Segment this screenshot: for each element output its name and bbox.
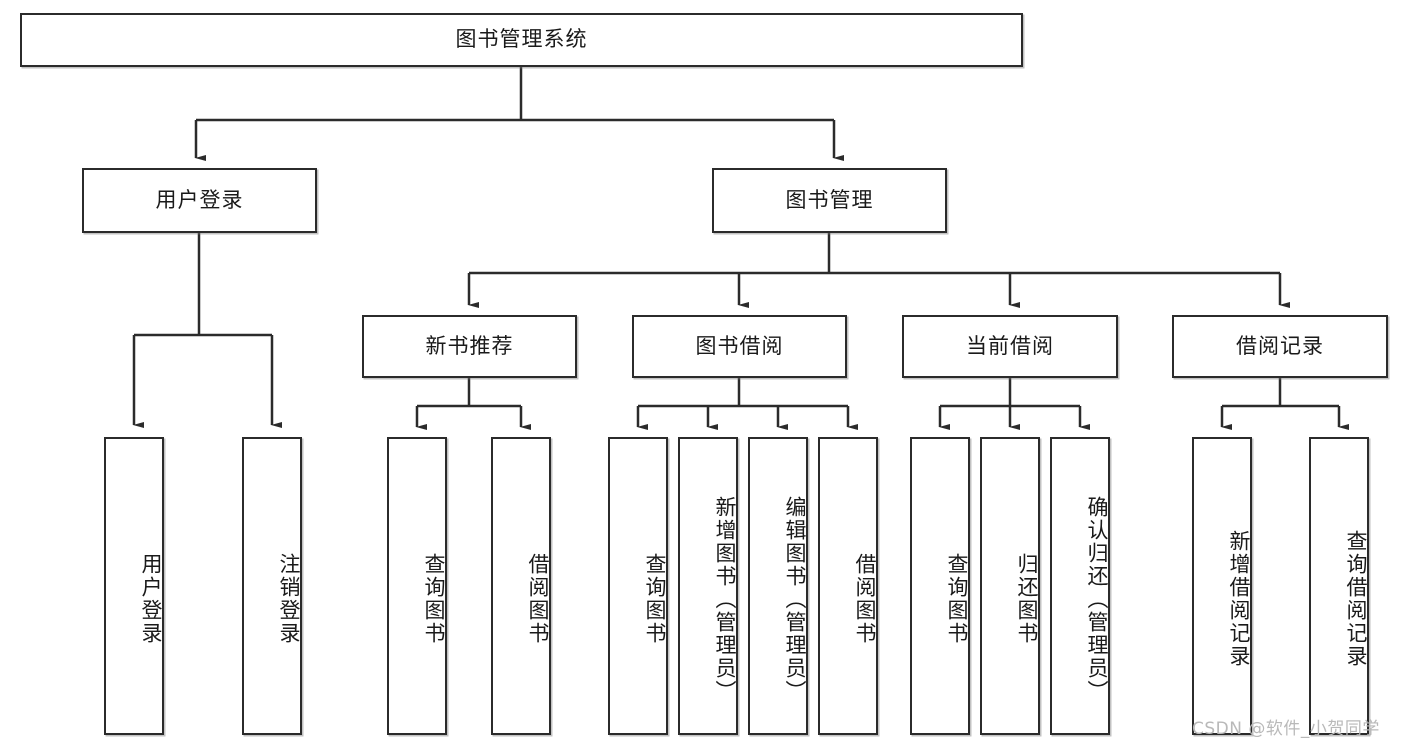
leaf-borrow-book-recommend[interactable]: 借阅图书: [491, 437, 551, 735]
leaf-query-book-recommend[interactable]: 查询图书: [387, 437, 447, 735]
node-book-management[interactable]: 图书管理: [712, 168, 947, 233]
leaf-user-login[interactable]: 用户登录: [104, 437, 164, 735]
leaf-logout-login[interactable]: 注销登录: [242, 437, 302, 735]
leaf-query-book-current[interactable]: 查询图书: [910, 437, 970, 735]
node-new-book-recommend[interactable]: 新书推荐: [362, 315, 577, 378]
watermark: CSDN @软件_小贺同学: [1192, 719, 1380, 739]
node-current-borrow[interactable]: 当前借阅: [902, 315, 1118, 378]
leaf-borrow-book[interactable]: 借阅图书: [818, 437, 878, 735]
node-book-management-system[interactable]: 图书管理系统: [20, 13, 1023, 67]
leaf-query-borrow-record[interactable]: 查询借阅记录: [1309, 437, 1369, 735]
node-book-borrow[interactable]: 图书借阅: [632, 315, 847, 378]
leaf-query-book-borrow[interactable]: 查询图书: [608, 437, 668, 735]
leaf-return-book[interactable]: 归还图书: [980, 437, 1040, 735]
node-user-login[interactable]: 用户登录: [82, 168, 317, 233]
node-borrow-record[interactable]: 借阅记录: [1172, 315, 1388, 378]
leaf-confirm-return-admin[interactable]: 确认归还（管理员）: [1050, 437, 1110, 735]
leaf-add-book-admin[interactable]: 新增图书（管理员）: [678, 437, 738, 735]
leaf-add-borrow-record[interactable]: 新增借阅记录: [1192, 437, 1252, 735]
leaf-edit-book-admin[interactable]: 编辑图书（管理员）: [748, 437, 808, 735]
